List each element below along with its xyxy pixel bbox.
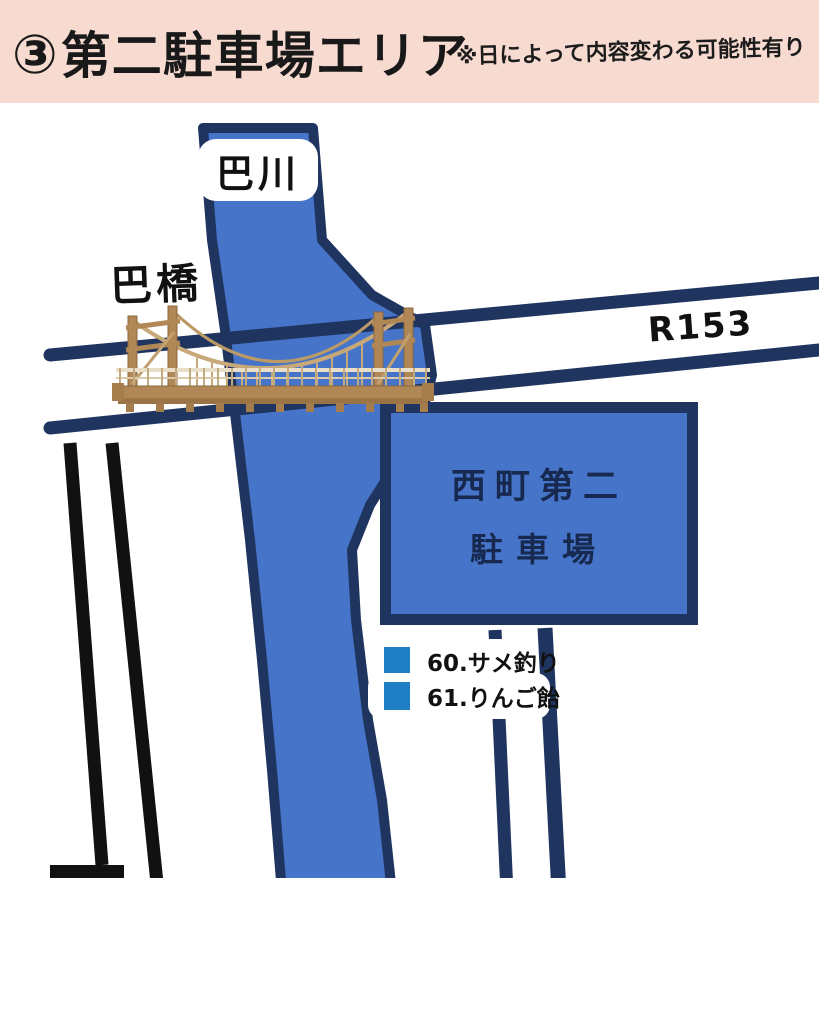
bridge-label: 巴橋 (109, 258, 203, 311)
side-road-line-2 (537, 627, 566, 878)
legend-label: 61.りんご飴 (427, 686, 560, 712)
header-banner: ③第二駐車場エリア ※日によって内容変わる可能性有り (0, 0, 819, 103)
legend-item: 61.りんご飴 (368, 673, 560, 719)
black-road-1 (63, 442, 109, 866)
river-label-box: 巴川 (198, 139, 318, 201)
black-road-2 (105, 442, 164, 878)
header-note: ※日によって内容変わる可能性有り (455, 35, 806, 70)
legend-label: 60.サメ釣り (427, 651, 560, 677)
black-road-1-foot (50, 865, 124, 878)
parking-label-line2: 駐車場 (470, 530, 608, 569)
legend-swatch-icon (384, 647, 410, 675)
map-drawing (43, 123, 819, 878)
legend-swatch-icon (384, 682, 410, 710)
parking-label-line1: 西町第二 (450, 467, 627, 507)
road-label-r153: R153 (646, 303, 755, 351)
parking-lot-shape (380, 402, 698, 625)
map-area: 巴川 巴橋 R153 西町第二 駐車場 60.サメ釣り 61.りんご飴 (0, 103, 819, 878)
page-title-text: 第二駐車場エリア (60, 27, 469, 85)
suspension-bridge-illustration (112, 305, 434, 412)
page-title: ③第二駐車場エリア (12, 16, 469, 88)
river-label: 巴川 (215, 151, 300, 196)
section-number: ③ (12, 23, 59, 86)
road-r153-lower-line (43, 343, 819, 435)
parking-lot-label: 西町第二 駐車場 (391, 458, 687, 571)
